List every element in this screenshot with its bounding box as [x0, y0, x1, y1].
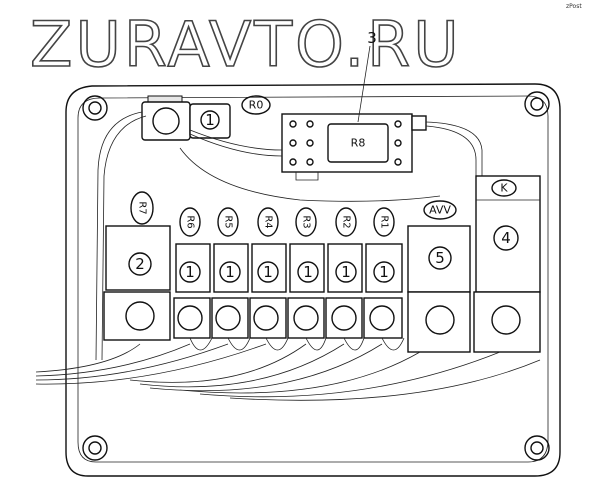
label-r5: R5 — [223, 215, 234, 228]
corner-hole-bottom-right — [524, 435, 550, 461]
relay-module-3 — [281, 113, 427, 181]
callout-1-slot6-circle — [373, 261, 395, 283]
label-r1: R1 — [379, 215, 390, 228]
callout-1-slot5: 1 — [341, 263, 351, 281]
callout-1-slot2-circle — [219, 261, 241, 283]
label-oval-k — [491, 179, 517, 197]
callout-1-slot6: 1 — [379, 263, 389, 281]
label-r6: R6 — [185, 215, 196, 228]
fuse-slot-2 — [213, 207, 249, 293]
terminal-strip — [103, 291, 541, 353]
callout-1-slot4: 1 — [303, 263, 313, 281]
fuse-block-2 — [105, 225, 171, 291]
label-r3: R3 — [301, 215, 312, 228]
corner-mark: zPost — [566, 3, 582, 10]
label-k: K — [500, 182, 508, 195]
callout-4-circle — [493, 225, 519, 251]
label-relay-chip: R8 — [351, 137, 366, 150]
callout-1-slot3-circle — [257, 261, 279, 283]
fuse-slot-5 — [327, 207, 363, 293]
corner-hole-top-left — [82, 95, 108, 121]
callout-1-slot5-circle — [335, 261, 357, 283]
wire-bundle-bottom — [35, 343, 541, 401]
wire-harness-top — [95, 111, 483, 361]
label-r2: R2 — [341, 215, 352, 228]
callout-2: 2 — [135, 255, 145, 273]
callout-1-top: 1 — [205, 111, 215, 129]
fuse-slot-1 — [175, 207, 211, 293]
label-r4: R4 — [263, 215, 274, 228]
callout-4: 4 — [501, 229, 511, 247]
housing-outline — [65, 83, 561, 477]
callout-5-circle — [428, 246, 452, 270]
wire-relay-loop — [179, 147, 441, 202]
label-r0: R0 — [249, 99, 264, 112]
label-oval-r0 — [241, 95, 271, 115]
fuse-slot-6 — [365, 207, 403, 293]
component-1-top — [141, 95, 231, 141]
label-oval-r7 — [130, 191, 154, 225]
corner-hole-bottom-left — [82, 435, 108, 461]
wire-bundle-loops — [189, 337, 405, 351]
callout-1-slot1-circle — [179, 261, 201, 283]
fuse-slot-4 — [289, 207, 325, 293]
callout-1-slot4-circle — [297, 261, 319, 283]
label-avv: AVV — [429, 204, 451, 217]
label-r7: R7 — [137, 201, 148, 214]
callout-1-slot3: 1 — [263, 263, 273, 281]
callout-3-leader — [357, 45, 371, 123]
corner-hole-top-right — [524, 91, 550, 117]
fuse-block-5 — [407, 225, 471, 293]
housing-inner-outline — [77, 95, 549, 463]
label-oval-avv — [423, 200, 457, 220]
callout-1-slot1: 1 — [185, 263, 195, 281]
watermark-text: ZURAVTO.RU — [30, 8, 462, 81]
callout-1-top-circle — [200, 110, 220, 130]
callout-3: 3 — [367, 29, 377, 47]
callout-5: 5 — [435, 249, 445, 267]
fuse-slot-3 — [251, 207, 287, 293]
callout-2-circle — [128, 252, 152, 276]
callout-1-slot2: 1 — [225, 263, 235, 281]
